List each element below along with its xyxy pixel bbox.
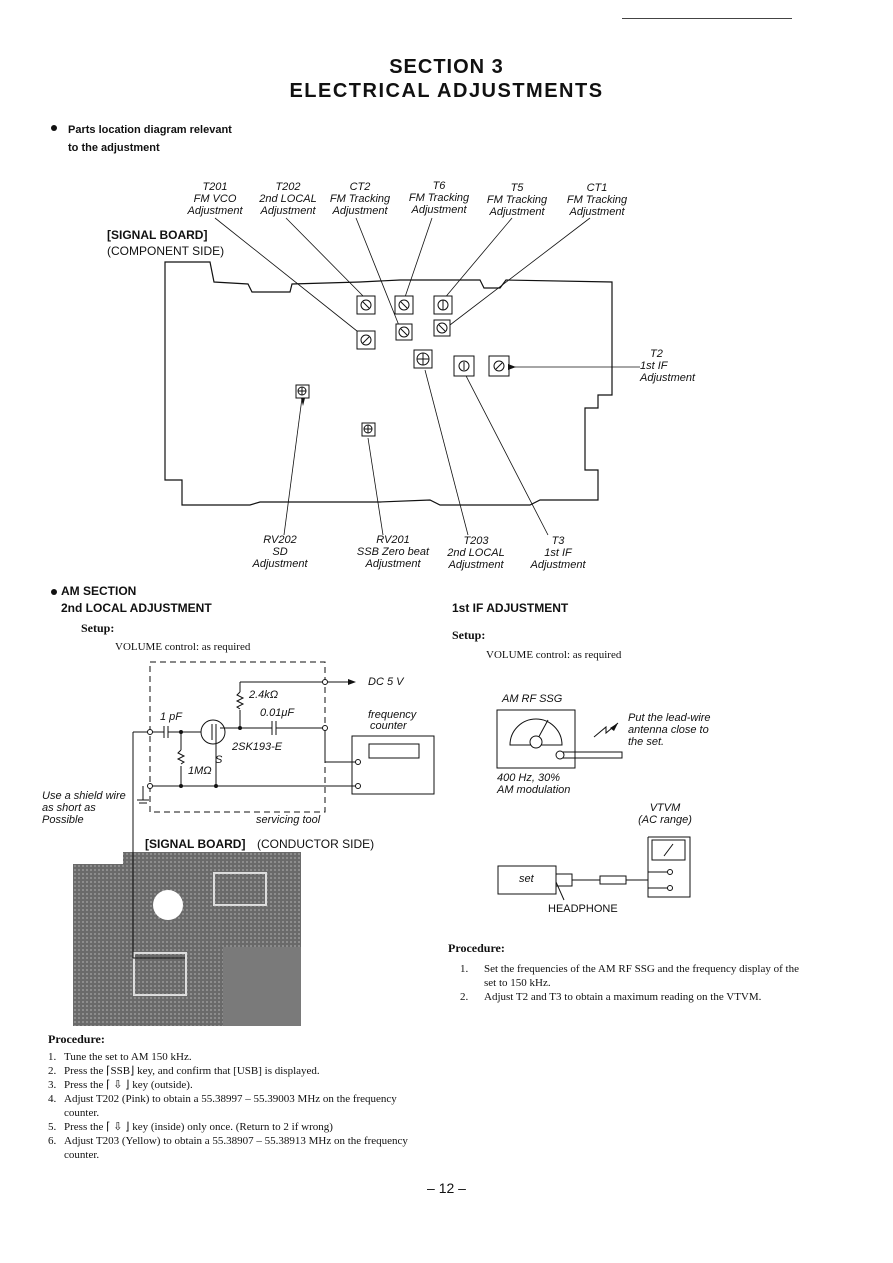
- tool-label: servicing tool: [256, 814, 321, 826]
- am-procedure-label: Procedure:: [48, 1032, 105, 1046]
- if-heading: 1st IF ADJUSTMENT: [452, 601, 569, 615]
- ssg-label: AM RF SSG: [502, 693, 563, 705]
- c2-label: 1 pF: [160, 711, 183, 723]
- am-volume: VOLUME control: as required: [115, 641, 251, 653]
- counter-label-2: counter: [370, 720, 407, 732]
- board-subtitle-conductor: (CONDUCTOR SIDE): [257, 837, 375, 851]
- if-volume: VOLUME control: as required: [486, 649, 622, 661]
- counter-label-1: frequency: [368, 709, 417, 721]
- parts-heading-2: to the adjustment: [68, 142, 160, 154]
- list-item: 3.Press the ⌈ ⇩ ⌋ key (outside).: [48, 1079, 193, 1091]
- r1-label: 2.4kΩ: [249, 689, 279, 701]
- headphone-label: HEADPHONE: [548, 903, 618, 915]
- section-number: SECTION 3: [389, 56, 504, 78]
- page-title: ELECTRICAL ADJUSTMENTS: [289, 80, 604, 102]
- am-adjust-heading: 2nd LOCAL ADJUSTMENT: [61, 601, 212, 615]
- board-title-component: [SIGNAL BOARD]: [107, 228, 208, 242]
- s-label: S: [215, 754, 223, 766]
- c1-label: 0.01μF: [260, 707, 295, 719]
- r2-label: 1MΩ: [188, 765, 212, 777]
- conductor-side-photo: [73, 852, 301, 1026]
- am-procedure-list: 1.Tune the set to AM 150 kHz. 2.Press th…: [48, 1050, 416, 1162]
- parts-heading-1: Parts location diagram relevant: [68, 124, 232, 136]
- photo-trace: [213, 872, 267, 906]
- photo-trace: [73, 852, 123, 864]
- list-item: 5.Press the ⌈ ⇩ ⌋ key (inside) only once…: [48, 1121, 333, 1133]
- board-subtitle-component: (COMPONENT SIDE): [107, 244, 225, 258]
- page-number: – 12 –: [427, 1180, 466, 1196]
- list-item: 2.Adjust T2 and T3 to obtain a maximum r…: [460, 991, 762, 1003]
- photo-trace: [133, 952, 187, 996]
- servicing-tool-circuit: [132, 661, 435, 820]
- if-setup-label: Setup:: [452, 628, 486, 642]
- am-setup-label: Setup:: [81, 621, 115, 635]
- list-item: 6.Adjust T203 (Yellow) to obtain a 55.38…: [48, 1135, 408, 1161]
- set-label: set: [519, 873, 534, 885]
- list-item: 2.Press the ⌈SSB⌋ key, and confirm that …: [48, 1065, 320, 1077]
- if-procedure-label: Procedure:: [448, 941, 505, 955]
- board-outline: [164, 261, 613, 506]
- photo-trace: [223, 947, 301, 1026]
- dc-label: DC 5 V: [368, 676, 404, 688]
- board-title-conductor: [SIGNAL BOARD]: [145, 837, 246, 851]
- fet-label: 2SK193-E: [232, 741, 283, 753]
- header-rule: [622, 18, 792, 19]
- am-section-heading: AM SECTION: [61, 584, 137, 598]
- bullet-icon: [51, 125, 57, 131]
- vtvm-label: VTVM(AC range): [638, 802, 692, 826]
- if-procedure-list: 1.Set the frequencies of the AM RF SSG a…: [460, 962, 810, 1004]
- bullet-icon: [51, 589, 57, 595]
- photo-hole: [153, 890, 183, 920]
- mod-label: 400 Hz, 30%AM modulation: [497, 772, 571, 796]
- list-item: 1.Set the frequencies of the AM RF SSG a…: [460, 963, 799, 989]
- list-item: 1.Tune the set to AM 150 kHz.: [48, 1051, 192, 1063]
- list-item: 4.Adjust T202 (Pink) to obtain a 55.3899…: [48, 1093, 397, 1119]
- component-board-diagram: [164, 217, 640, 536]
